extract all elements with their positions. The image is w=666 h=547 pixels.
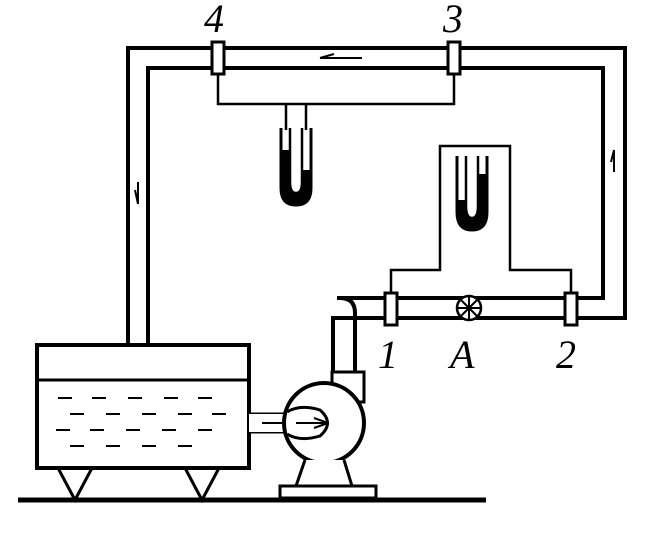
- labels: 4 3 1 A 2: [204, 0, 576, 377]
- label-point-3: 3: [442, 0, 463, 41]
- pump: [278, 370, 378, 500]
- liquid-dashes: [56, 397, 226, 447]
- label-point-4: 4: [204, 0, 224, 41]
- tap-4: [210, 40, 226, 76]
- main-pipe: [126, 46, 627, 372]
- tank: [35, 343, 251, 504]
- label-valve-a: A: [447, 332, 475, 377]
- flow-arrows: [134, 53, 615, 205]
- label-point-1: 1: [378, 332, 398, 377]
- valve-a: [455, 294, 483, 322]
- tap-3: [446, 40, 462, 76]
- upper-u-tube-manometer: [279, 128, 313, 207]
- tap-1: [383, 291, 399, 327]
- tap-2: [563, 291, 579, 327]
- label-point-2: 2: [556, 332, 576, 377]
- lower-u-tube-manometer: [455, 156, 489, 232]
- upper-manometer-lines: [216, 74, 456, 130]
- lower-manometer-lines: [389, 144, 573, 293]
